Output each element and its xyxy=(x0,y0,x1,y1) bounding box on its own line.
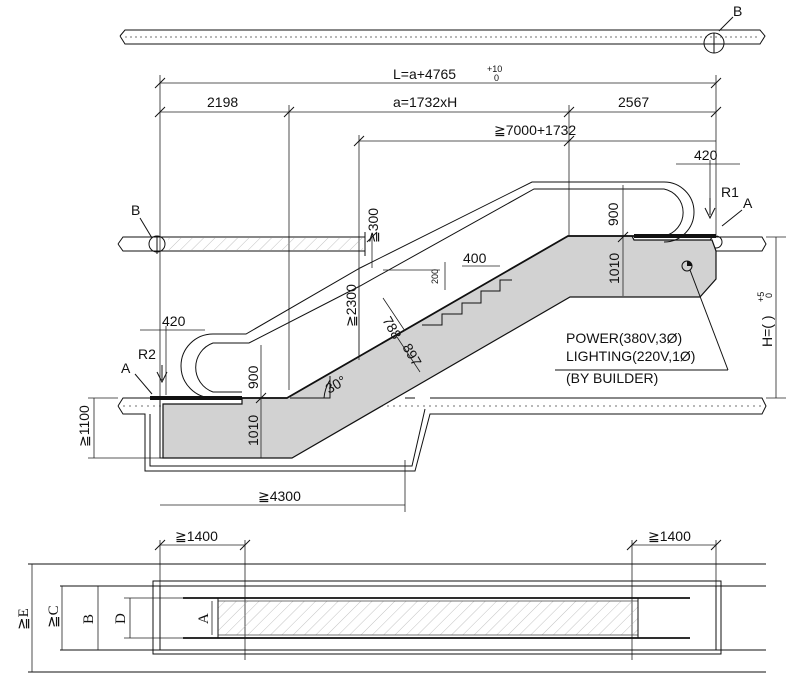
point-a-bottom-label: A xyxy=(121,360,131,376)
dim-2300: ≧2300 xyxy=(343,284,359,327)
support-top: 420 R1 A xyxy=(634,147,753,238)
dim-h: H=( ) xyxy=(759,316,775,348)
plan-label-c: ≧C xyxy=(46,605,62,628)
dim-left-length: 2198 xyxy=(207,94,238,110)
section-b-top-label: B xyxy=(733,3,742,19)
dim-right-length: 2567 xyxy=(618,94,649,110)
plan-view: ≧1400 ≧1400 ≧E ≧C B D A xyxy=(16,528,766,673)
plan-label-a: A xyxy=(196,613,212,624)
dim-1100: ≧1100 xyxy=(76,405,92,447)
label-r2: R2 xyxy=(138,346,156,362)
dim-l-tol-lower: 0 xyxy=(494,73,499,83)
dim-top-1010: 1010 xyxy=(606,253,622,284)
dim-plan-right-1400: ≧1400 xyxy=(648,528,691,544)
section-b-left-label: B xyxy=(131,202,140,218)
dim-300: ≧300 xyxy=(365,208,381,243)
dim-bot-420: 420 xyxy=(162,313,186,329)
dim-a: a=1732xH xyxy=(393,94,457,110)
dim-span: ≧7000+1732 xyxy=(494,122,576,138)
dim-step-400: 400 xyxy=(463,250,487,266)
dim-l-tol-upper: +10 xyxy=(487,64,502,74)
vertical-dimensions: ≧300 ≧2300 788 897 900 1010 900 1010 ≧11… xyxy=(76,185,786,512)
label-r1: R1 xyxy=(721,184,739,200)
dim-top-420: 420 xyxy=(694,147,718,163)
dim-step-200: 200 xyxy=(430,269,440,284)
note-power: POWER(380V,3Ø) xyxy=(566,330,682,346)
support-bottom: 420 R2 A xyxy=(121,313,242,400)
top-beam-b: B xyxy=(119,3,766,54)
dimension-chain-top: L=a+4765 +10 0 2198 a=1732xH 2567 ≧7000+… xyxy=(154,64,722,405)
point-a-top-label: A xyxy=(743,195,753,211)
dim-4300: ≧4300 xyxy=(258,488,301,504)
dim-plan-left-1400: ≧1400 xyxy=(175,528,218,544)
steps: 400 200 xyxy=(383,250,512,326)
handrail xyxy=(180,181,695,399)
dim-bot-900: 900 xyxy=(245,365,261,389)
dim-top-900: 900 xyxy=(605,202,621,226)
dim-l: L=a+4765 xyxy=(393,66,456,82)
plan-label-e: ≧E xyxy=(16,608,32,630)
dim-bot-1010: 1010 xyxy=(245,415,261,446)
plan-label-b: B xyxy=(81,614,97,624)
dim-h-tol-upper: +5 xyxy=(756,292,766,302)
note-builder: (BY BUILDER) xyxy=(566,370,658,386)
power-note: POWER(380V,3Ø) LIGHTING(220V,1Ø) (BY BUI… xyxy=(555,260,729,386)
plan-label-d: D xyxy=(113,613,129,624)
dim-h-tol-lower: 0 xyxy=(764,293,774,298)
note-lighting: LIGHTING(220V,1Ø) xyxy=(566,348,695,364)
